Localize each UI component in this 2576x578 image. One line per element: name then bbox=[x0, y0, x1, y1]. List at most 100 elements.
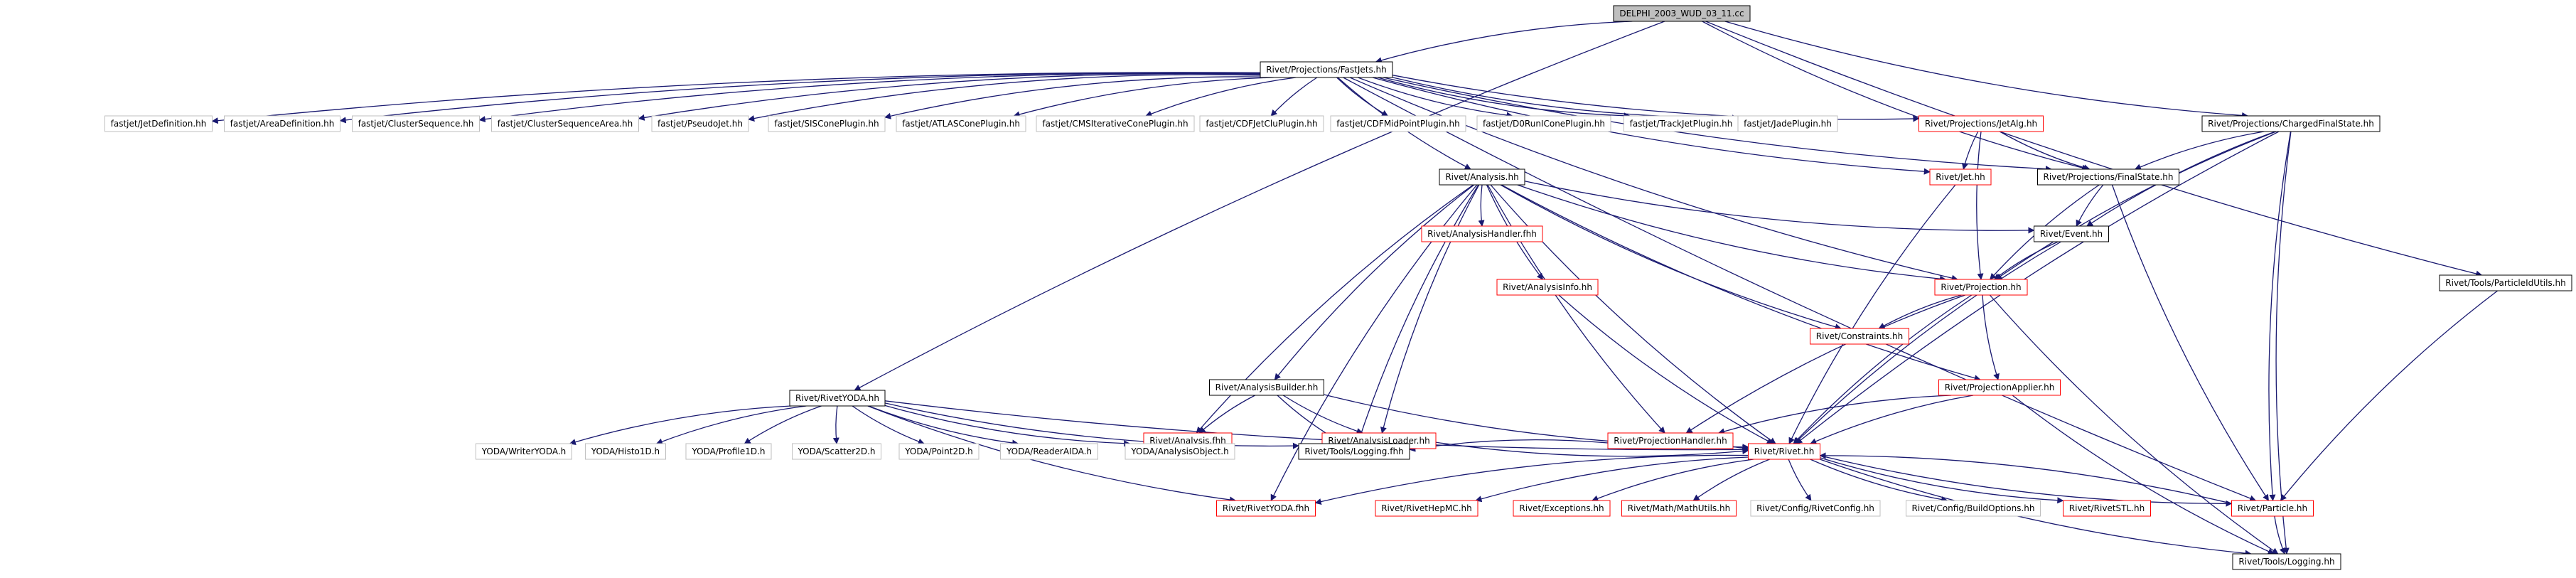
node-box bbox=[1036, 115, 1195, 132]
node-box bbox=[1750, 500, 1881, 517]
node-box bbox=[1298, 443, 1410, 460]
node-fastjets[interactable]: Rivet/Projections/FastJets.hh bbox=[1260, 61, 1393, 78]
edge-rivet-to-mathutils bbox=[1692, 459, 1770, 501]
edges-layer bbox=[211, 21, 2498, 557]
node-event[interactable]: Rivet/Event.hh bbox=[2034, 225, 2109, 242]
node-anainfo[interactable]: Rivet/AnalysisInfo.hh bbox=[1496, 279, 1599, 296]
node-label: Rivet/Constraints.hh bbox=[1816, 331, 1903, 341]
node-rivetyoda[interactable]: Rivet/RivetYODA.hh bbox=[789, 390, 886, 407]
node-box bbox=[792, 443, 881, 460]
node-label: Rivet/Analysis.hh bbox=[1445, 172, 1518, 182]
edge-rivetyoda-to-yoda_reader bbox=[868, 405, 1019, 446]
node-rivet[interactable]: Rivet/Rivet.hh bbox=[1748, 443, 1820, 460]
node-projection[interactable]: Rivet/Projection.hh bbox=[1934, 279, 2028, 296]
edge-projection-to-projapplier bbox=[1982, 294, 2000, 380]
node-fj_cdfjetclu: fastjet/CDFJetCluPlugin.hh bbox=[1199, 115, 1324, 132]
node-root[interactable]: DELPHI_2003_WUD_03_11.cc bbox=[1613, 5, 1751, 22]
node-hepmc[interactable]: Rivet/RivetHepMC.hh bbox=[1375, 500, 1478, 517]
node-box bbox=[224, 115, 340, 132]
node-label: fastjet/PseudoJet.hh bbox=[658, 119, 743, 129]
node-box bbox=[685, 443, 772, 460]
node-logging_hh[interactable]: Rivet/Tools/Logging.hh bbox=[2232, 553, 2341, 570]
node-label: Rivet/AnalysisInfo.hh bbox=[1503, 282, 1592, 292]
edge-fastjets-to-fj_atlas bbox=[1013, 77, 1274, 118]
node-label: Rivet/AnalysisBuilder.hh bbox=[1215, 382, 1319, 392]
node-box bbox=[491, 115, 639, 132]
edge-anabuilder-to-analysisfhh bbox=[1198, 395, 1255, 434]
edge-analysis-to-projapplier bbox=[1501, 184, 1981, 382]
node-fj_clseq: fastjet/ClusterSequence.hh bbox=[352, 115, 480, 132]
edge-particle-to-rivet bbox=[1819, 452, 2232, 504]
node-mathutils[interactable]: Rivet/Math/MathUtils.hh bbox=[1621, 500, 1737, 517]
node-anabuilder[interactable]: Rivet/AnalysisBuilder.hh bbox=[1209, 379, 1324, 396]
node-rivetyodafhh[interactable]: Rivet/RivetYODA.fhh bbox=[1216, 500, 1316, 517]
node-particle[interactable]: Rivet/Particle.hh bbox=[2231, 500, 2314, 517]
edge-rivetyoda-to-logging_mid bbox=[884, 402, 1299, 449]
node-box bbox=[1496, 279, 1599, 296]
node-analysis[interactable]: Rivet/Analysis.hh bbox=[1439, 168, 1525, 186]
node-fj_atlas: fastjet/ATLASConePlugin.hh bbox=[896, 115, 1026, 132]
node-anahandler[interactable]: Rivet/AnalysisHandler.fhh bbox=[1421, 225, 1543, 242]
node-fj_clseqarea: fastjet/ClusterSequenceArea.hh bbox=[491, 115, 639, 132]
edge-root-to-rivetyoda bbox=[854, 21, 1665, 391]
node-fj_pseudo: fastjet/PseudoJet.hh bbox=[651, 115, 749, 132]
node-logging_mid[interactable]: Rivet/Tools/Logging.fhh bbox=[1298, 443, 1410, 460]
node-label: YODA/Histo1D.h bbox=[591, 446, 660, 456]
node-label: Rivet/ProjectionHandler.hh bbox=[1614, 436, 1727, 446]
edge-fastjets-to-finalstate bbox=[1383, 77, 2052, 173]
node-fj_siscone: fastjet/SISConePlugin.hh bbox=[768, 115, 886, 132]
node-finalstate[interactable]: Rivet/Projections/FinalState.hh bbox=[2037, 168, 2179, 186]
node-fj_cdfmidpoint: fastjet/CDFMidPointPlugin.hh bbox=[1330, 115, 1466, 132]
node-box bbox=[1607, 432, 1734, 449]
edge-analysis-to-logging_mid bbox=[1356, 184, 1479, 444]
node-buildoptions: Rivet/Config/BuildOptions.hh bbox=[1906, 500, 2041, 517]
edge-fastjets-to-fj_clseqarea bbox=[638, 73, 1261, 121]
node-rivetstl[interactable]: Rivet/RivetSTL.hh bbox=[2063, 500, 2151, 517]
edge-rivet-to-rivetstl bbox=[1820, 457, 2064, 504]
node-projapplier[interactable]: Rivet/ProjectionApplier.hh bbox=[1938, 379, 2061, 396]
node-label: YODA/WriterYODA.h bbox=[481, 446, 567, 456]
node-box bbox=[651, 115, 749, 132]
node-partidutils[interactable]: Rivet/Tools/ParticleIdUtils.hh bbox=[2439, 274, 2572, 291]
edge-fastjets-to-jetalg bbox=[1392, 75, 1920, 122]
edge-finalstate-to-particle bbox=[2111, 184, 2270, 501]
edge-event-to-projection bbox=[1993, 241, 2059, 280]
edge-fastjets-to-fj_clseq bbox=[478, 73, 1261, 123]
node-box bbox=[1216, 500, 1316, 517]
edge-chargedfs-to-rivet bbox=[1796, 131, 2280, 444]
edge-analysis-to-constraints bbox=[1500, 184, 1842, 331]
node-chargedfs[interactable]: Rivet/Projections/ChargedFinalState.hh bbox=[2201, 115, 2381, 132]
node-fj_cmsit: fastjet/CMSIterativeConePlugin.hh bbox=[1036, 115, 1195, 132]
node-box bbox=[1125, 443, 1235, 460]
node-label: fastjet/JadePlugin.hh bbox=[1744, 119, 1832, 129]
edge-analysis-to-anaLoader bbox=[1380, 184, 1480, 434]
node-box bbox=[1748, 443, 1820, 460]
nodes-layer: DELPHI_2003_WUD_03_11.ccRivet/Projection… bbox=[104, 5, 2572, 570]
edge-analysis-to-rivet bbox=[1490, 184, 1776, 444]
node-box bbox=[2201, 115, 2381, 132]
node-label: Rivet/RivetYODA.hh bbox=[795, 393, 879, 403]
node-label: fastjet/CMSIterativeConePlugin.hh bbox=[1042, 119, 1188, 129]
node-label: Rivet/Config/RivetConfig.hh bbox=[1756, 503, 1874, 513]
node-constraints[interactable]: Rivet/Constraints.hh bbox=[1810, 328, 1909, 345]
edge-rivetyoda-to-rivet bbox=[884, 400, 1749, 453]
edge-fastjets-to-fj_cmsit bbox=[1145, 77, 1297, 117]
edge-particle-to-logging_hh bbox=[2274, 515, 2286, 555]
node-label: YODA/AnalysisObject.h bbox=[1130, 446, 1228, 456]
edge-rivet-to-exceptions bbox=[1592, 459, 1754, 502]
node-projhandler[interactable]: Rivet/ProjectionHandler.hh bbox=[1607, 432, 1734, 449]
node-exceptions[interactable]: Rivet/Exceptions.hh bbox=[1513, 500, 1611, 517]
node-box bbox=[1476, 115, 1611, 132]
node-box bbox=[476, 443, 572, 460]
node-label: fastjet/CDFJetCluPlugin.hh bbox=[1206, 119, 1317, 129]
node-jetalg[interactable]: Rivet/Projections/JetAlg.hh bbox=[1918, 115, 2044, 132]
node-jet[interactable]: Rivet/Jet.hh bbox=[1929, 168, 1992, 186]
node-box bbox=[1929, 168, 1992, 186]
node-box bbox=[896, 115, 1026, 132]
node-label: fastjet/D0RunIConePlugin.hh bbox=[1483, 119, 1605, 129]
node-box bbox=[1000, 443, 1098, 460]
edge-anainfo-to-rivet bbox=[1558, 294, 1773, 444]
edge-fastjets-to-fj_pseudo bbox=[748, 74, 1261, 122]
node-fj_jetdef: fastjet/JetDefinition.hh bbox=[104, 115, 213, 132]
node-box bbox=[352, 115, 480, 132]
